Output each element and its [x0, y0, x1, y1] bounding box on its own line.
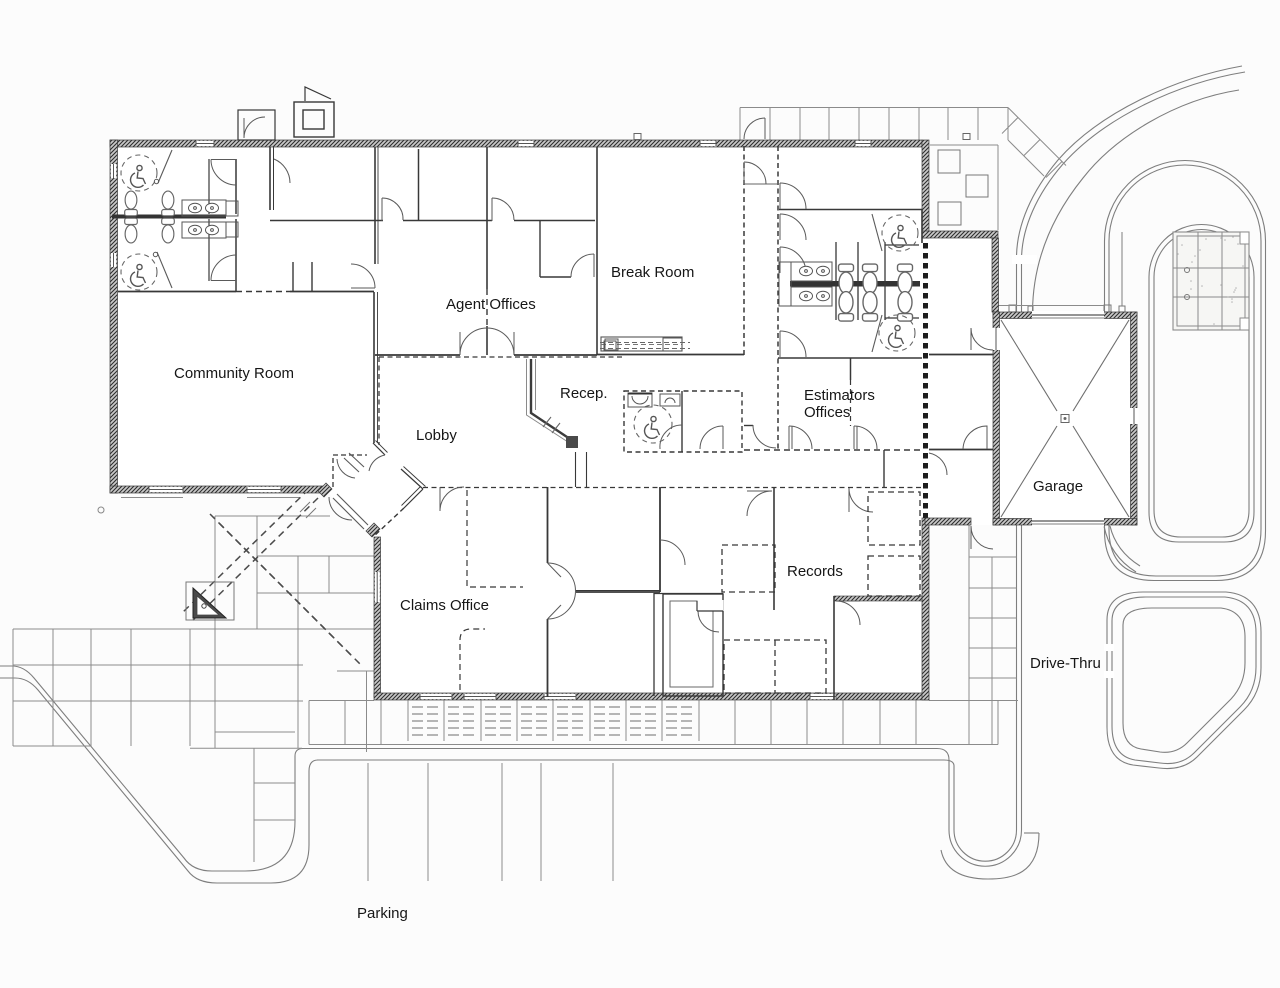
svg-text:Recep.: Recep.	[560, 385, 608, 402]
svg-text:Estimators: Estimators	[804, 387, 875, 404]
svg-text:Drive-Thru: Drive-Thru	[1030, 655, 1101, 672]
svg-text:Garage: Garage	[1033, 478, 1083, 495]
svg-text:Break Room: Break Room	[611, 264, 694, 281]
svg-text:Community Room: Community Room	[174, 365, 294, 382]
svg-text:Lobby: Lobby	[416, 427, 457, 444]
svg-text:Parking: Parking	[357, 905, 408, 922]
svg-text:Agent Offices: Agent Offices	[446, 296, 536, 313]
svg-text:Claims Office: Claims Office	[400, 597, 489, 614]
svg-text:Records: Records	[787, 563, 843, 580]
svg-text:Offices: Offices	[804, 404, 850, 421]
